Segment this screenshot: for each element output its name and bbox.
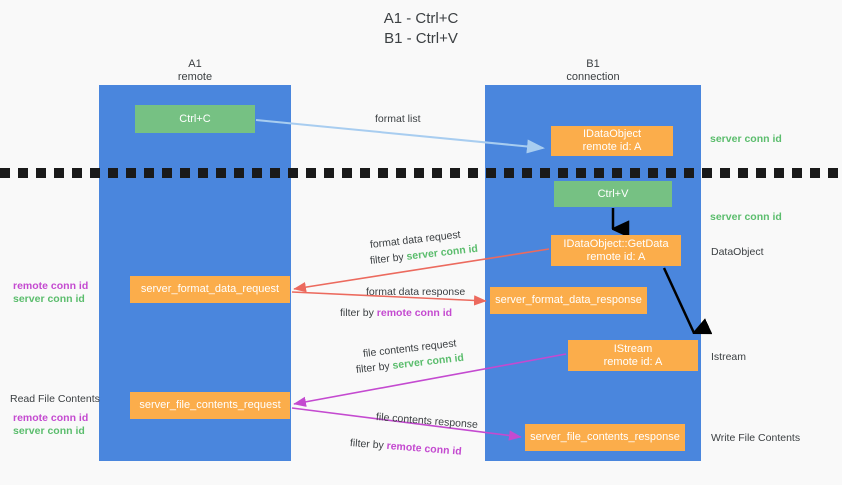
side-label-dataobject: DataObject (711, 246, 764, 258)
label-format-data-response: format data response (366, 286, 466, 298)
filter-prefix: filter by (340, 307, 377, 319)
side-label-server-conn-id-1: server conn id (13, 293, 85, 305)
box-idataobject-getdata[interactable]: IDataObject::GetData remote id: A (551, 235, 681, 266)
page-title: A1 - Ctrl+C B1 - Ctrl+V (383, 10, 459, 47)
filter-key-remote-conn-id: remote conn id (376, 307, 453, 319)
side-label-server-conn-id-mid: server conn id (710, 211, 782, 223)
arrow-format-data-response (291, 291, 487, 306)
label-format-list: format list (375, 113, 421, 125)
side-label-read-file-contents: Read File Contents (10, 393, 100, 405)
dashed-divider (0, 168, 842, 178)
box-idataobject[interactable]: IDataObject remote id: A (551, 126, 673, 156)
lane-header-a1: A1 remote (177, 58, 213, 83)
box-ctrl-c[interactable]: Ctrl+C (135, 105, 255, 133)
arrow-format-data-request (293, 248, 550, 293)
side-label-remote-conn-id-2: remote conn id (13, 412, 89, 424)
arrow-format-list (255, 119, 545, 154)
box-ctrl-v[interactable]: Ctrl+V (554, 181, 672, 207)
label-format-data-response-filter: filter by remote conn id (340, 306, 452, 320)
side-label-server-conn-id-top: server conn id (710, 133, 782, 145)
arrow-file-contents-response (291, 407, 522, 441)
side-label-write-file-contents: Write File Contents (711, 432, 801, 444)
filter-prefix: filter by (349, 437, 388, 452)
lane-header-b1: B1 connection (566, 58, 620, 83)
side-label-server-conn-id-2: server conn id (13, 425, 85, 437)
side-label-remote-conn-id-1: remote conn id (13, 280, 89, 292)
arrow-getdata-to-istream (662, 267, 694, 333)
side-label-istream: Istream (711, 351, 747, 363)
box-server-format-data-request[interactable]: server_format_data_request (130, 276, 290, 303)
box-server-file-contents-response[interactable]: server_file_contents_response (525, 424, 685, 451)
box-server-format-data-response[interactable]: server_format_data_response (490, 287, 647, 314)
box-istream[interactable]: IStream remote id: A (568, 340, 698, 371)
arrow-file-contents-request (293, 353, 567, 407)
box-server-file-contents-request[interactable]: server_file_contents_request (130, 392, 290, 419)
